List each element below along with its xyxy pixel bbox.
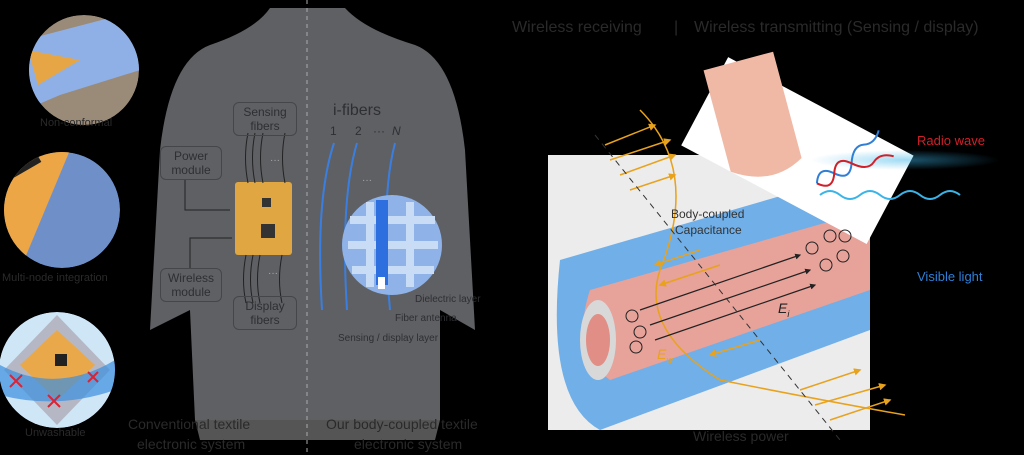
circuit-board (235, 182, 292, 255)
header-wireless-receiving: Wireless receiving (512, 19, 642, 36)
ellipsis: ··· (268, 268, 278, 279)
fiber-diagram (548, 51, 1003, 441)
sensing-display-layer-label: Sensing / display layer (338, 333, 439, 344)
ifibers-title: i-fibers (333, 102, 382, 119)
fiber-index: N (392, 124, 401, 138)
radio-wave-label: Radio wave (917, 133, 985, 148)
capacitance-label: Capacitance (675, 223, 742, 237)
body-coupled-label: Body-coupled (671, 207, 745, 221)
inset-label: Non-conformal (40, 117, 113, 129)
ellipsis: ··· (270, 155, 280, 166)
visible-light-label: Visible light (917, 269, 983, 284)
wires (184, 132, 286, 304)
fiber-index: ··· (373, 124, 385, 138)
display-fibers-box: Display fibers (233, 296, 297, 330)
woven-fabric-inset (342, 195, 442, 295)
sensing-fibers-box: Sensing fibers (233, 102, 297, 136)
inset-label: Unwashable (25, 427, 86, 439)
t-shirt (150, 8, 475, 440)
wireless-module-box: Wireless module (160, 268, 222, 302)
header-wireless-transmitting: Wireless transmitting (Sensing / display… (694, 19, 979, 36)
header-separator: | (674, 19, 679, 36)
ellipsis: ··· (362, 175, 372, 186)
power-module-box: Power module (160, 146, 222, 180)
ours-caption: Our body-coupled textile (326, 416, 478, 432)
dielectric-layer-label: Dielectric layer (415, 294, 481, 305)
wireless-power-label: Wireless power (693, 428, 789, 444)
ours-caption: electronic system (354, 436, 463, 452)
multi-node-inset (4, 152, 120, 268)
non-conformal-inset (29, 15, 139, 125)
conventional-caption: Conventional textile (128, 416, 251, 432)
e-w-label: Ew (657, 346, 673, 365)
unwashable-inset (0, 312, 115, 428)
e-i-label: Ei (778, 300, 790, 319)
fiber-index: 2 (355, 124, 362, 138)
conventional-caption: electronic system (137, 436, 246, 452)
fiber-index: 1 (330, 124, 337, 138)
inset-label: Multi-node integration (2, 272, 108, 284)
fiber-antenna-label: Fiber antenna (395, 313, 457, 324)
